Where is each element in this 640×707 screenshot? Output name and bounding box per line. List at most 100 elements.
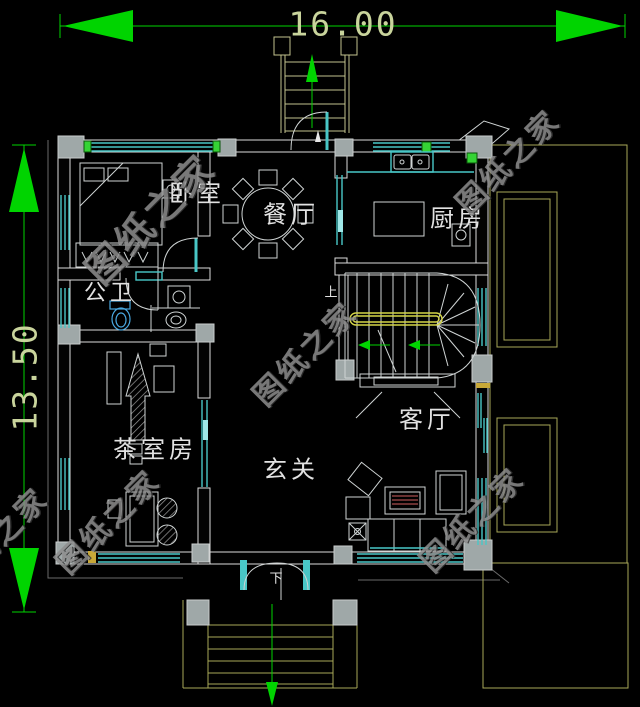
kitchen-furniture (347, 151, 474, 247)
window-living-right (477, 478, 487, 545)
dining-table (241, 187, 295, 241)
sliding-door-kitchen (336, 175, 343, 245)
right-yard (482, 562, 629, 689)
windows (60, 140, 490, 563)
wall-bedroom-bath-2 (157, 267, 211, 281)
stair-fan-treads (436, 283, 479, 367)
room-label-kitchen: 厨房 (430, 205, 486, 233)
desk (153, 365, 175, 393)
nightstand (162, 179, 180, 199)
dining-chair (281, 177, 305, 201)
armchair (347, 461, 383, 497)
window-bath-left (60, 288, 70, 328)
shower (167, 285, 191, 309)
interior-staircase (344, 272, 481, 379)
door-jamb-right (303, 560, 310, 590)
door-swing-marker (315, 130, 321, 142)
left-dimension-line (9, 144, 39, 613)
tearoom-furniture (88, 343, 178, 563)
terrace-planter-top (496, 191, 558, 348)
room-label-hall: 玄关 (263, 456, 319, 484)
door-bedroom (162, 237, 199, 273)
dining-chair (231, 177, 255, 201)
coffee-table (384, 486, 426, 515)
wall-left (57, 139, 71, 565)
top-dimension-line (59, 10, 626, 42)
tea-table (125, 491, 159, 547)
pillow (107, 167, 129, 182)
armchair (345, 496, 371, 520)
room-label-living: 客厅 (399, 406, 455, 434)
dining-chair (297, 204, 314, 224)
entry-down-label: 下 (269, 570, 283, 586)
door-bathroom (125, 271, 163, 311)
entry-direction-arrow-down (266, 682, 278, 706)
vase (88, 551, 96, 563)
stairs-direction-arrow-up (306, 54, 318, 82)
tv-stand (359, 373, 456, 388)
dimension-arrow-down (9, 548, 39, 610)
room-label-tearoom: 茶室房 (113, 436, 197, 464)
sliding-door-terrace (476, 383, 490, 453)
pillow (83, 167, 105, 182)
toilet (109, 300, 131, 310)
stair-center-railing (349, 312, 443, 326)
room-label-bathroom: 公卫 (83, 280, 137, 305)
dining-chair (281, 227, 305, 251)
dining-chair (258, 169, 278, 186)
dimension-width-label: 16.00 (288, 4, 398, 44)
terrace-planter-bottom (496, 417, 558, 533)
room-label-dining: 餐厅 (263, 201, 319, 229)
dimension-height-label: 13.50 (5, 322, 45, 432)
dimension-arrow-right (556, 10, 623, 42)
washbasin (165, 311, 187, 329)
tall-cabinet (435, 470, 467, 515)
doors (125, 111, 329, 600)
cabinet (106, 351, 122, 405)
dining-chair (258, 242, 278, 259)
entry-porch-steps (182, 599, 358, 706)
sofa (367, 518, 447, 552)
window-living-bottom (357, 553, 463, 563)
wall-kitchen-bottom (334, 262, 489, 276)
bed (79, 162, 163, 246)
window-kitchen-right (477, 288, 487, 346)
wall-bedroom-right (197, 151, 211, 237)
porch-column-right (332, 599, 358, 626)
stair-break-line (377, 329, 397, 373)
stair-direction-arrows (358, 340, 440, 350)
kitchen-appliance (451, 223, 471, 247)
tea-stool (156, 524, 178, 546)
top-exterior-stairs (273, 36, 358, 133)
window-kitchen-top (373, 141, 478, 164)
door-top-entrance (290, 111, 329, 151)
dining-chair (231, 227, 255, 251)
bathroom-fixtures (109, 285, 200, 332)
wall-bedroom-bath-1 (57, 267, 121, 281)
kitchen-island (373, 201, 425, 237)
window-bedroom-left (60, 195, 70, 250)
desk-chair (125, 352, 151, 441)
wardrobe (75, 242, 159, 268)
dimension-arrow-left (63, 10, 133, 42)
kitchen-sink (390, 151, 434, 173)
columns (55, 135, 493, 571)
stair-fan-edge (436, 272, 481, 379)
living-furniture (345, 373, 467, 552)
tea-stool (156, 497, 178, 519)
sliding-door-tearoom (201, 400, 208, 487)
window-bedroom-top (83, 140, 221, 153)
bedroom-furniture (75, 162, 180, 268)
right-terrace (482, 144, 629, 689)
porch-column-left (186, 599, 210, 626)
side-table (348, 522, 367, 541)
room-label-bedroom: 卧室 (169, 180, 225, 208)
wardrobe-hangers (81, 251, 149, 264)
stairs-up-label: 上 (324, 284, 338, 300)
dimension-arrow-up (9, 148, 39, 212)
dining-chair (222, 204, 239, 224)
door-jamb-left (240, 560, 247, 590)
door-main-entrance (240, 560, 310, 600)
